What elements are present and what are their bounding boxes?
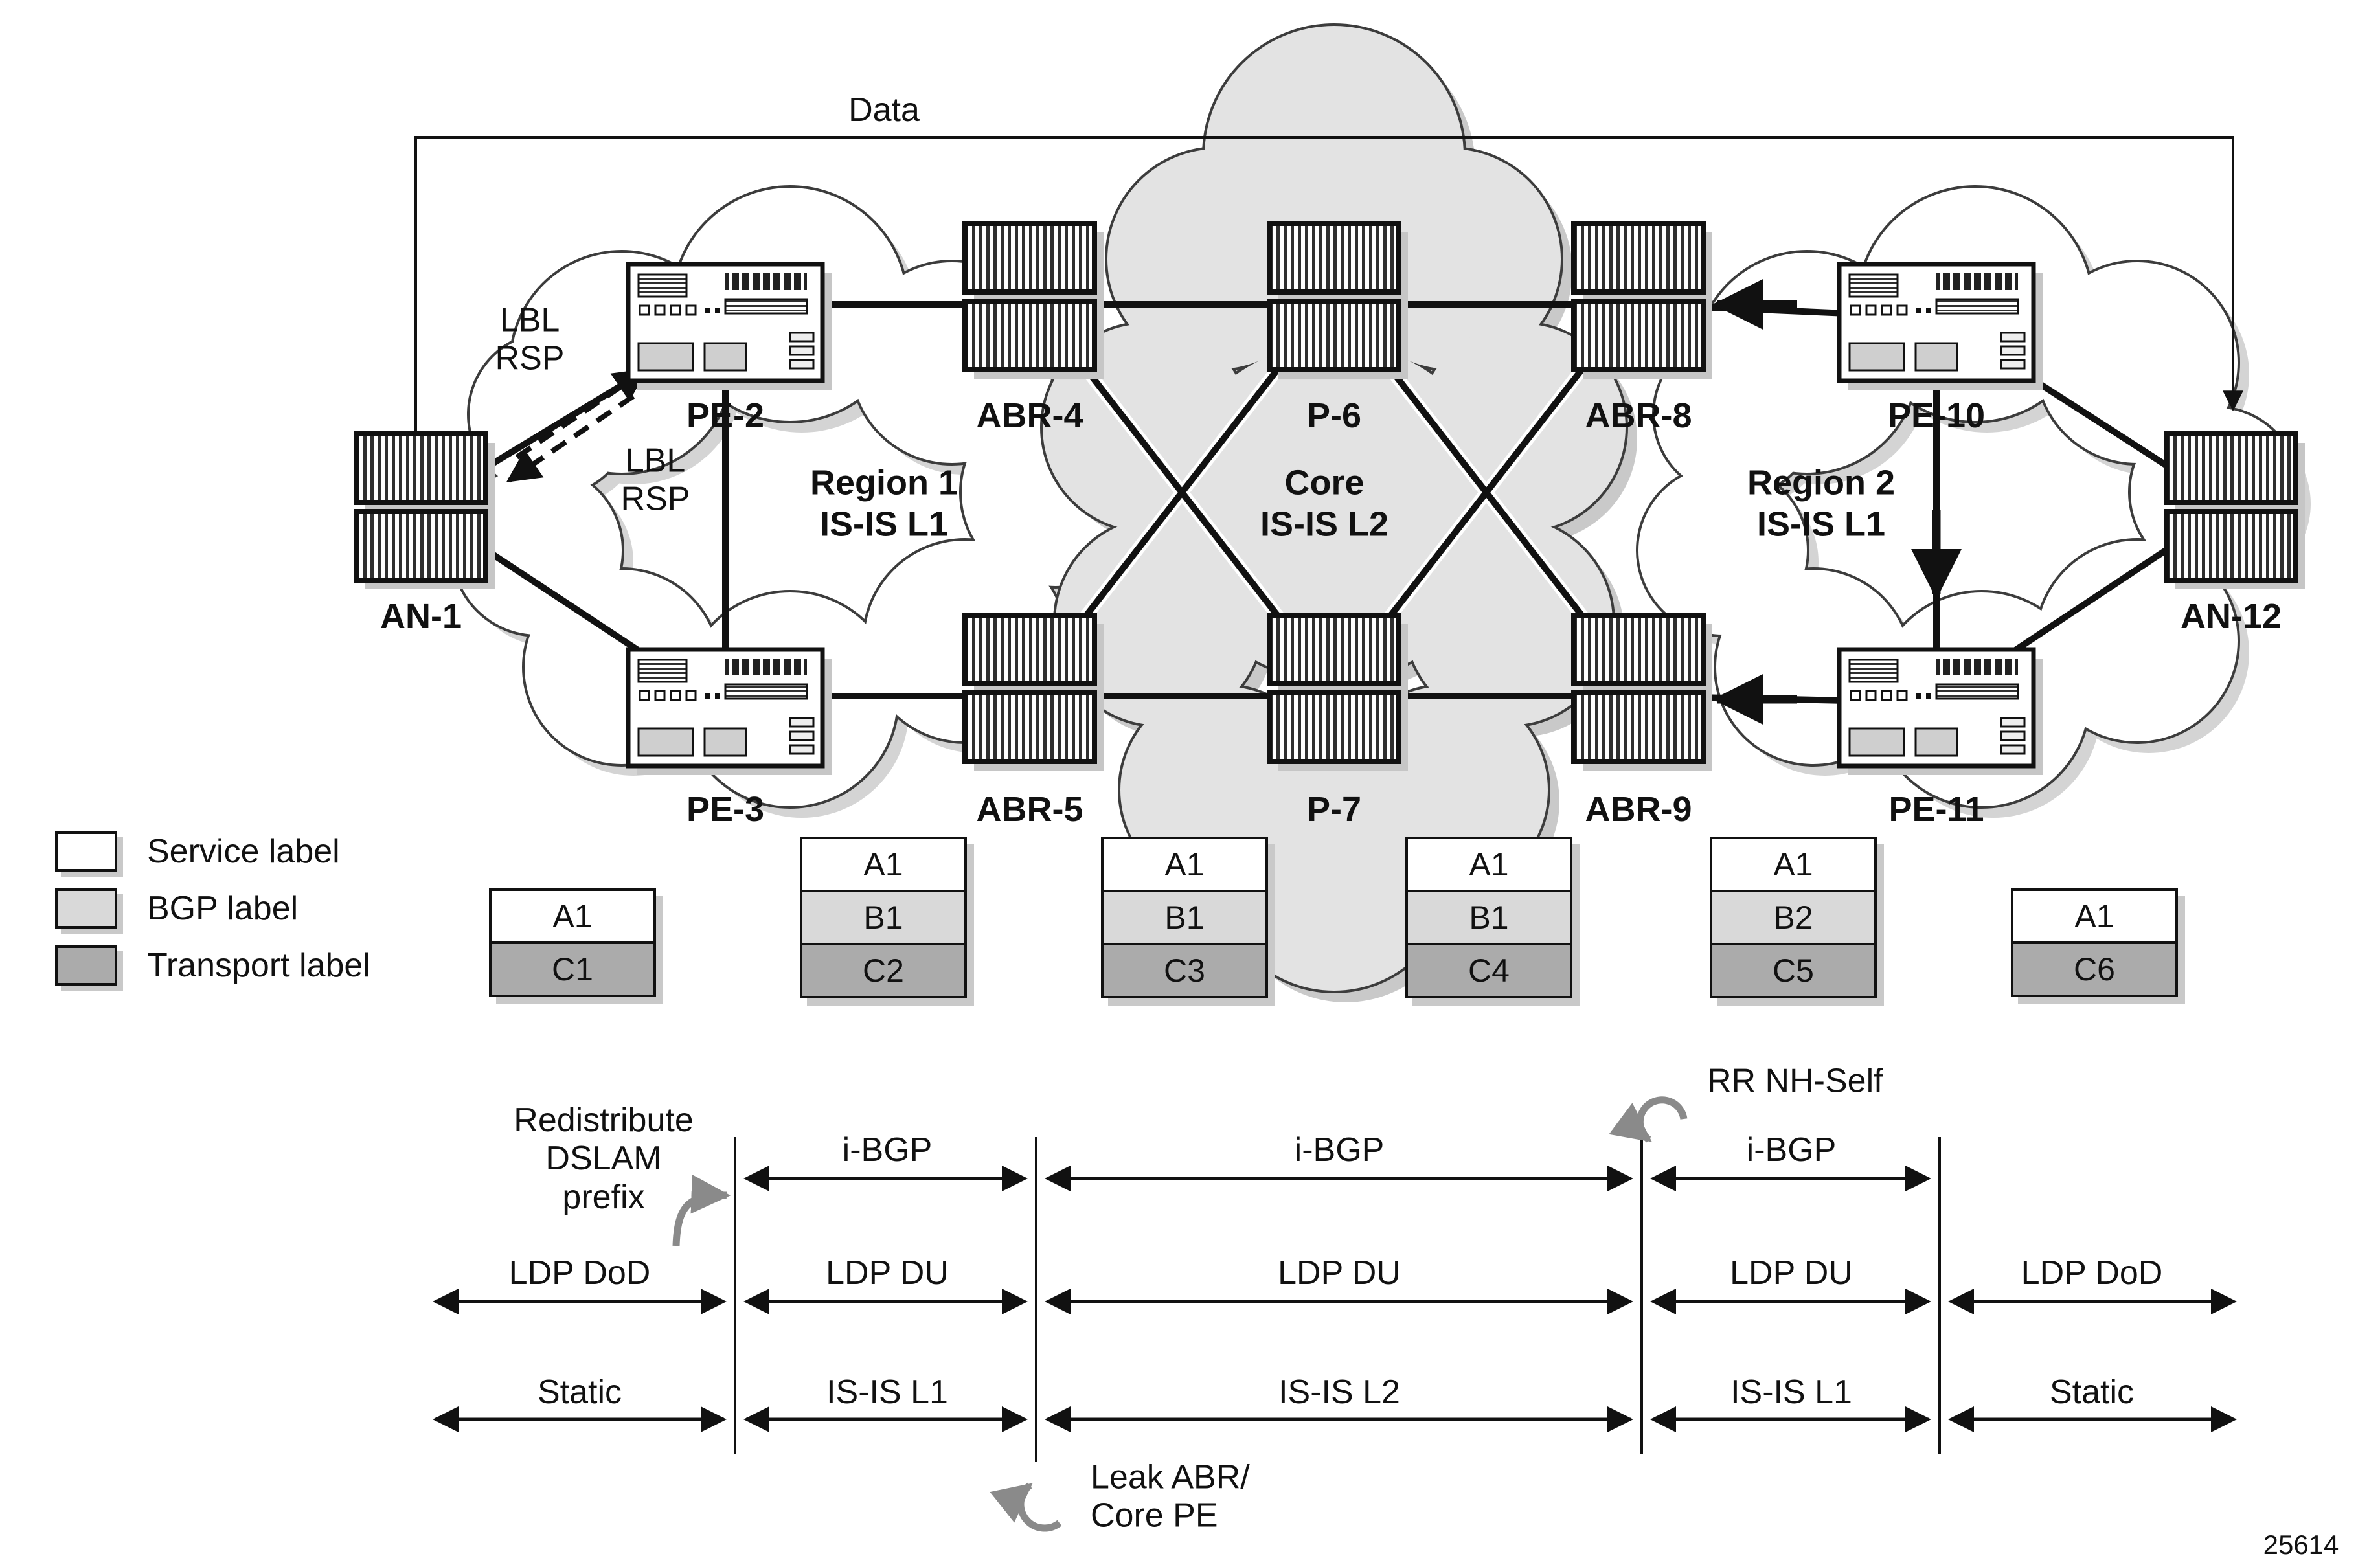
- label-stack-4: A1 B1 C4: [1405, 837, 1572, 998]
- legend-row-bgp: BGP label: [55, 888, 370, 929]
- annotation-arrows: [672, 1096, 1688, 1532]
- abr-9-switch-icon: [1574, 615, 1712, 771]
- rr-nh-self-arrow: [1609, 1096, 1688, 1143]
- abr-8-switch-icon: [1574, 223, 1712, 379]
- leak-label: Leak ABR/ Core PE: [1091, 1458, 1250, 1535]
- stack-cell: A1: [2011, 888, 2178, 944]
- an-1-switch-icon: [356, 434, 495, 589]
- label-stack-6: A1 C6: [2011, 888, 2178, 997]
- lbl-rsp-upper-label: LBL RSP: [495, 301, 565, 378]
- node-label-abr-9: ABR-9: [1585, 790, 1692, 829]
- static-label-2: Static: [2049, 1373, 2135, 1411]
- abr-4-switch-icon: [965, 223, 1104, 379]
- p-7-switch-icon: [1269, 615, 1408, 771]
- lbl-rsp-lower-label: LBL RSP: [620, 442, 690, 518]
- data-flow-label: Data: [848, 91, 920, 129]
- stack-cell: A1: [1101, 837, 1268, 892]
- node-label-an-1: AN-1: [380, 597, 462, 636]
- legend-row-service: Service label: [55, 831, 370, 872]
- protocol-span-arrows: [433, 1166, 2237, 1432]
- stack-cell: C2: [800, 943, 967, 998]
- ldp-du-label-1: LDP DU: [826, 1254, 949, 1292]
- legend-transport-label: Transport label: [147, 947, 370, 984]
- stack-cell: A1: [489, 888, 656, 944]
- rr-nh-self-label: RR NH-Self: [1707, 1062, 1883, 1100]
- stack-cell: C1: [489, 941, 656, 997]
- node-label-p-7: P-7: [1306, 790, 1362, 829]
- region-label-2: Region 2 IS-IS L1: [1747, 463, 1896, 543]
- stack-cell: B1: [800, 890, 967, 945]
- label-stack-1: A1 C1: [489, 888, 656, 997]
- traffic-direction-arrows: [1712, 279, 1962, 725]
- ibgp-label-3: i-BGP: [1746, 1131, 1837, 1169]
- stack-cell: A1: [1710, 837, 1877, 892]
- legend: Service label BGP label Transport label: [55, 831, 370, 1004]
- stack-cell: B2: [1710, 890, 1877, 945]
- bgp-label-swatch: [55, 888, 117, 929]
- ldp-dod-label-1: LDP DoD: [508, 1254, 651, 1292]
- node-label-abr-8: ABR-8: [1585, 396, 1692, 435]
- node-label-abr-5: ABR-5: [976, 790, 1083, 829]
- figure-number: 25614: [2263, 1529, 2339, 1560]
- node-label-p-6: P-6: [1306, 396, 1362, 435]
- node-label-pe-3: PE-3: [686, 790, 765, 829]
- lbl-rsp-arrows: [506, 368, 648, 483]
- redistribute-label: Redistribute DSLAM prefix: [514, 1101, 694, 1216]
- ldp-dod-label-2: LDP DoD: [2021, 1254, 2163, 1292]
- pe-2-router-icon: [628, 264, 832, 390]
- stack-cell: A1: [1405, 837, 1572, 892]
- an-12-switch-icon: [2166, 434, 2305, 589]
- lbl-rsp-arrow-to-an1: [506, 394, 635, 483]
- region-label-core: Core IS-IS L2: [1260, 463, 1389, 543]
- node-label-an-12: AN-12: [2180, 597, 2282, 636]
- isis-l1-label-2: IS-IS L1: [1730, 1373, 1852, 1411]
- ibgp-label-2: i-BGP: [1294, 1131, 1385, 1169]
- service-label-swatch: [55, 831, 117, 872]
- region-label-1: Region 1 IS-IS L1: [810, 463, 958, 543]
- pe-10-router-icon: [1839, 264, 2043, 390]
- legend-row-transport: Transport label: [55, 945, 370, 986]
- stack-cell: C6: [2011, 941, 2178, 997]
- leak-arrow: [990, 1482, 1062, 1532]
- label-stack-2: A1 B1 C2: [800, 837, 967, 998]
- p-6-switch-icon: [1269, 223, 1408, 379]
- ldp-du-label-3: LDP DU: [1730, 1254, 1853, 1292]
- ibgp-label-1: i-BGP: [842, 1131, 933, 1169]
- ldp-du-label-2: LDP DU: [1278, 1254, 1401, 1292]
- node-label-abr-4: ABR-4: [976, 396, 1083, 435]
- isis-l1-label-1: IS-IS L1: [826, 1373, 948, 1411]
- stack-cell: B1: [1101, 890, 1268, 945]
- lane-boundary-lines: [734, 1137, 1941, 1462]
- node-label-pe-2: PE-2: [686, 396, 765, 435]
- node-label-pe-10: PE-10: [1887, 396, 1986, 435]
- label-stack-3: A1 B1 C3: [1101, 837, 1268, 998]
- stack-cell: B1: [1405, 890, 1572, 945]
- stack-cell: C4: [1405, 943, 1572, 998]
- data-flow-line: [414, 136, 2243, 448]
- stack-cell: C3: [1101, 943, 1268, 998]
- isis-l2-label: IS-IS L2: [1278, 1373, 1400, 1411]
- label-stack-5: A1 B2 C5: [1710, 837, 1877, 998]
- legend-bgp-label: BGP label: [147, 890, 299, 927]
- stack-cell: C5: [1710, 943, 1877, 998]
- legend-service-label: Service label: [147, 833, 340, 870]
- transport-label-swatch: [55, 945, 117, 986]
- stack-cell: A1: [800, 837, 967, 892]
- pe-11-router-icon: [1839, 649, 2043, 775]
- abr-5-switch-icon: [965, 615, 1104, 771]
- redistribute-arrow: [672, 1174, 731, 1246]
- pe-3-router-icon: [628, 649, 832, 775]
- static-label-1: Static: [537, 1373, 622, 1411]
- node-label-pe-11: PE-11: [1888, 790, 1984, 829]
- cloud-region-2: [1636, 185, 2311, 818]
